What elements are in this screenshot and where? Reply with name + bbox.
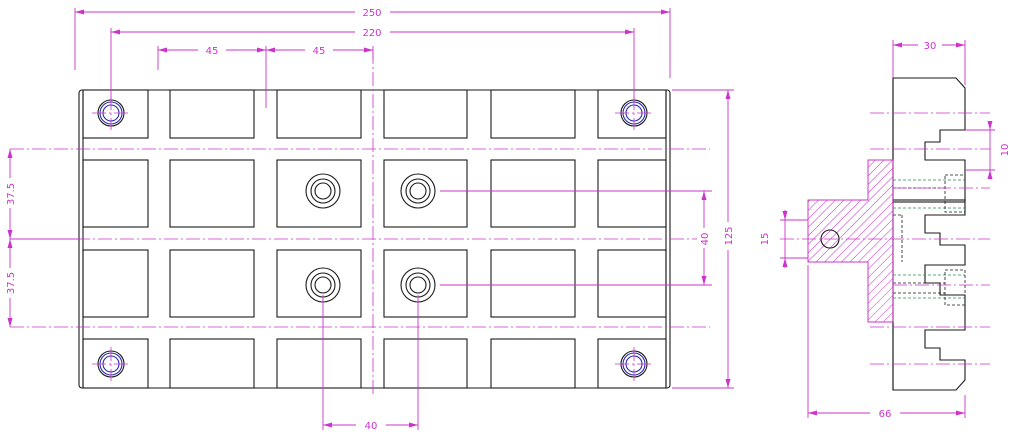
dim-hub-height: 15 <box>757 210 808 268</box>
center-hole-1 <box>305 173 341 209</box>
pocket-r4-c1 <box>82 338 149 389</box>
dim-slot-width: 10 <box>965 121 1011 179</box>
pocket-r2-c6 <box>597 159 667 228</box>
pocket-r2-c3 <box>276 159 362 228</box>
dim-side-overall: 66 <box>807 265 966 420</box>
pocket-r1-c3 <box>276 89 362 139</box>
pocket-r3-c2 <box>169 249 255 318</box>
dim-bolt-spacing: 220 <box>110 28 635 100</box>
dim-bolt-spacing-text: 220 <box>362 28 381 39</box>
pocket-r2-c5 <box>490 159 576 228</box>
dim-overall-height: 125 <box>672 89 735 389</box>
dim-overall-length: 250 <box>74 8 671 78</box>
dim-hole-spacing-vertical: 40 <box>440 190 712 286</box>
pocket-r4-c5 <box>490 338 576 389</box>
dim-hole-spacing-horizontal: 40 <box>322 295 419 432</box>
dim-pitch-right-text: 45 <box>313 46 326 57</box>
pocket-r3-c1 <box>82 249 149 318</box>
pocket-r3-c6 <box>597 249 667 318</box>
dim-row-upper-text: 37.5 <box>6 183 17 205</box>
clamp-section <box>807 159 894 323</box>
side-view: 30 10 15 66 <box>757 40 1011 420</box>
dim-side-thickness: 30 <box>892 40 966 85</box>
dim-pitch-left-text: 45 <box>206 46 219 57</box>
pocket-r1-c5 <box>490 89 576 139</box>
pocket-r2-c2 <box>169 159 255 228</box>
pocket-r4-c6 <box>597 338 667 389</box>
pocket-r1-c4 <box>383 89 468 139</box>
dim-slot-width-text: 10 <box>1000 144 1011 157</box>
side-center-lines <box>780 112 990 365</box>
dim-overall-height-text: 125 <box>724 226 735 245</box>
pocket-r3-c3 <box>276 249 362 318</box>
pocket-r1-c6 <box>597 89 667 139</box>
pocket-r3-c4 <box>383 249 468 318</box>
dim-overall-length-text: 250 <box>362 8 381 19</box>
pocket-r2-c4 <box>383 159 468 228</box>
pocket-r1-c2 <box>169 89 255 139</box>
dim-rows: 37.5 37.5 <box>3 149 80 327</box>
dim-pitch: 45 45 <box>157 46 374 108</box>
pocket-r2-c1 <box>82 159 149 228</box>
dim-hole-spacing-vertical-text: 40 <box>700 233 711 246</box>
side-body <box>892 77 966 201</box>
pocket-grid <box>82 89 667 389</box>
front-center-lines <box>10 50 710 395</box>
dim-side-thickness-text: 30 <box>924 41 937 52</box>
pocket-r4-c2 <box>169 338 255 389</box>
pocket-r4-c3 <box>276 338 362 389</box>
side-hidden-lines <box>893 174 966 306</box>
corner-bolt-holes <box>92 96 653 381</box>
dim-row-lower-text: 37.5 <box>6 272 17 294</box>
dim-side-overall-text: 66 <box>879 409 892 420</box>
pocket-r1-c1 <box>82 89 149 139</box>
center-holes <box>305 173 436 303</box>
center-hole-2 <box>400 173 436 209</box>
pocket-r4-c4 <box>383 338 468 389</box>
front-view: 250 220 45 45 <box>3 8 735 432</box>
dim-hub-height-text: 15 <box>760 233 771 246</box>
pocket-r3-c5 <box>490 249 576 318</box>
dim-hole-spacing-horizontal-text: 40 <box>365 421 378 432</box>
